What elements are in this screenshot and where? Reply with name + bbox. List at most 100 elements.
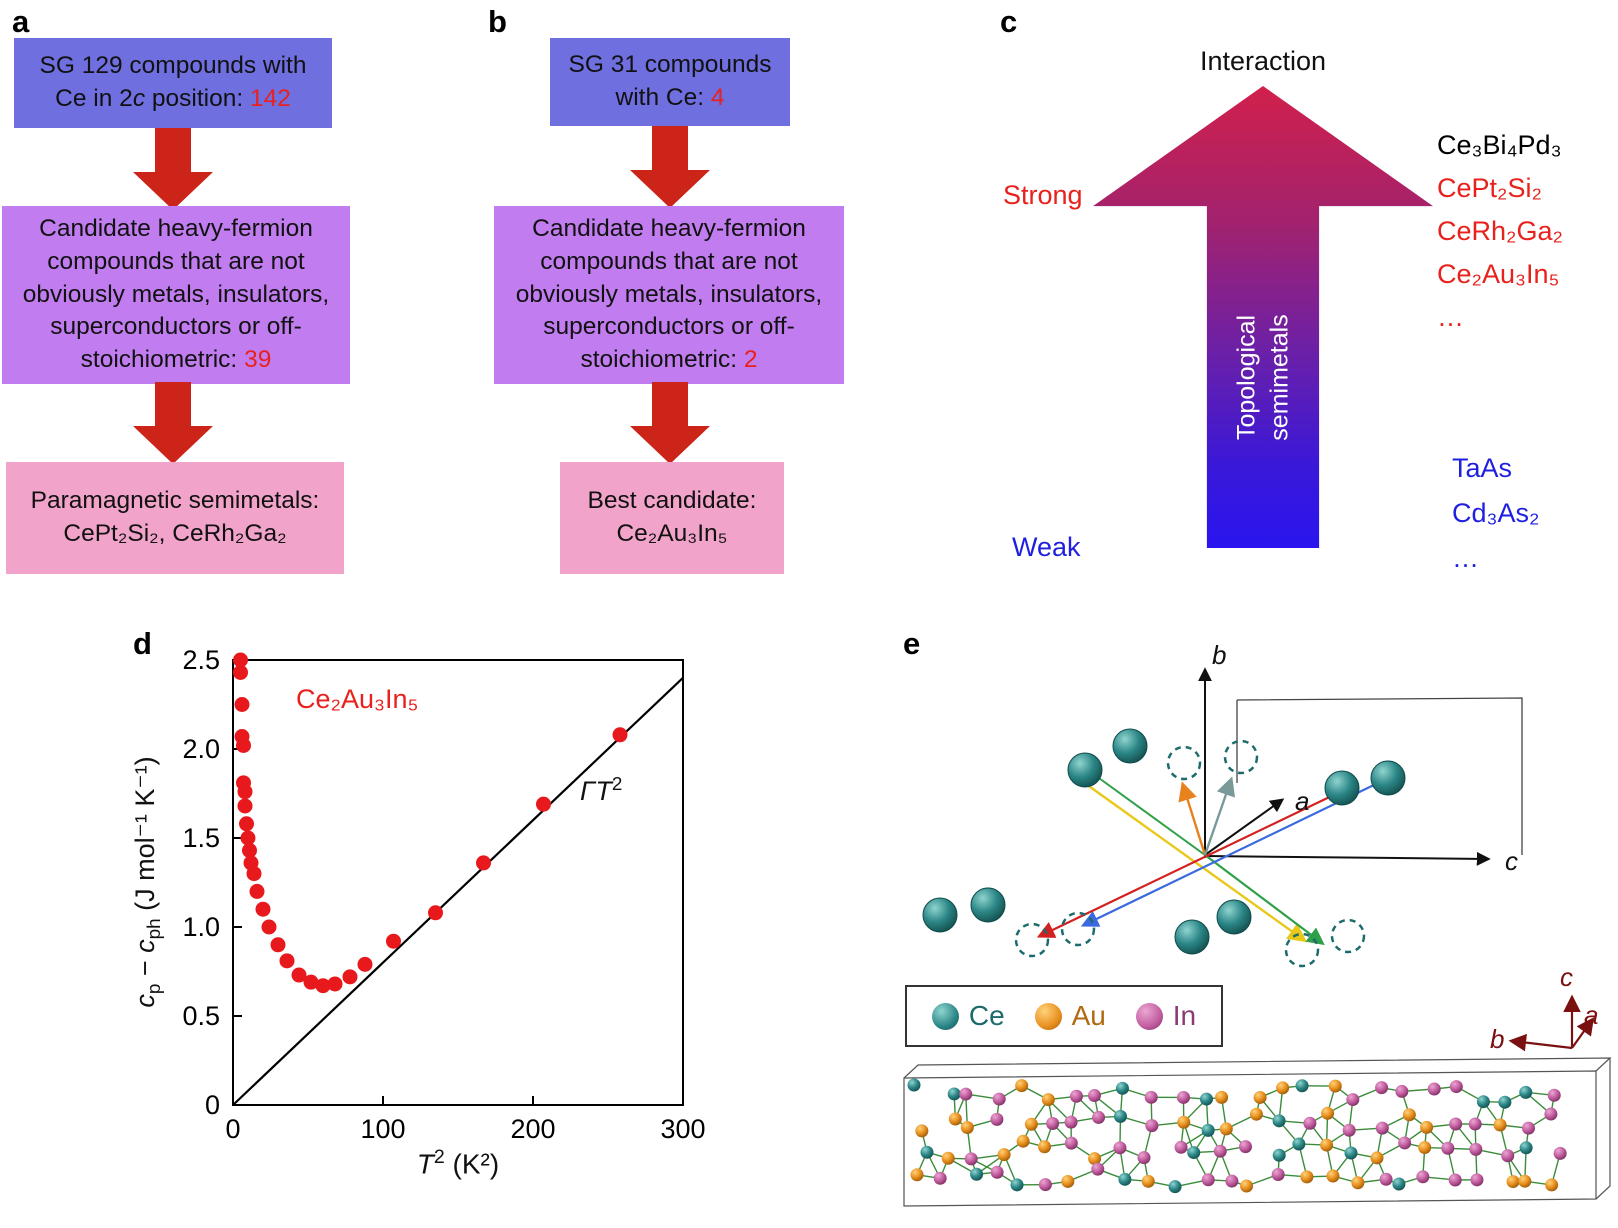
ce-sphere xyxy=(1370,760,1406,796)
arrow-shaft xyxy=(652,382,688,426)
ylabel-sub1: p xyxy=(144,983,166,995)
fit-line-label: ΓT2 xyxy=(580,774,622,807)
svg-text:1.0: 1.0 xyxy=(182,912,220,942)
gray-arrow xyxy=(1203,776,1236,856)
panel-b-label: b xyxy=(488,4,507,39)
xlabel-units: (K²) xyxy=(444,1148,500,1180)
panel-b-result-text: Best candidate: Ce₂Au₃In₅ xyxy=(588,485,757,551)
ce-sphere xyxy=(1216,899,1252,935)
panel-a-candidate-body: Candidate heavy-fermion compounds that a… xyxy=(22,214,330,374)
ce-sphere xyxy=(1067,752,1103,788)
arrow-shaft xyxy=(155,128,191,172)
panel-b-source-text: SG 31 compounds with Ce: 4 xyxy=(569,49,772,115)
topological-semimetals-text: Topological semimetals xyxy=(1231,314,1296,440)
blue-arrow xyxy=(1080,782,1379,927)
green-bond-line xyxy=(1091,772,1206,856)
interaction-title: Interaction xyxy=(1199,46,1327,76)
a-axis-label: a xyxy=(1295,786,1310,816)
arrow-head xyxy=(630,426,710,464)
weak-label: Weak xyxy=(1012,532,1081,562)
svg-text:1.5: 1.5 xyxy=(182,823,220,853)
panel-c-label: c xyxy=(1000,4,1018,39)
xlabel-T: T xyxy=(416,1148,434,1180)
ylabel-c2: c xyxy=(129,939,160,953)
red-arrow xyxy=(1036,790,1343,938)
panel-b-source-box: SG 31 compounds with Ce: 4 xyxy=(550,38,790,126)
compound-item: … xyxy=(1452,543,1479,573)
crystal-slab-wireframe xyxy=(903,1057,1612,1207)
panel-a-source-line2-pre: Ce in 2 xyxy=(55,85,133,112)
dashed-circle xyxy=(1014,922,1050,958)
panel-a-down-arrow-1 xyxy=(133,128,213,210)
ce-sphere xyxy=(922,897,958,933)
panel-b-candidate-box: Candidate heavy-fermion compounds that a… xyxy=(494,206,844,384)
crystal-atoms xyxy=(907,1078,1567,1194)
dashed-site-circles xyxy=(1014,739,1366,968)
legend-label-in: In xyxy=(1172,1000,1197,1031)
svg-text:2.0: 2.0 xyxy=(182,734,220,764)
svg-text:2.5: 2.5 xyxy=(182,645,220,675)
panel-e-label: e xyxy=(903,626,921,661)
compound-item: Ce₂Au₃In₅ xyxy=(1437,259,1560,289)
slab-a-axis-arrow xyxy=(1571,1017,1595,1049)
panel-b-candidate-text: Candidate heavy-fermion compounds that a… xyxy=(504,213,834,377)
ce-atom-icon xyxy=(931,1002,959,1030)
panel-b-result-compound: Ce₂Au₃In₅ xyxy=(616,520,728,547)
svg-text:0.5: 0.5 xyxy=(182,1001,220,1031)
slab-axes-arrows xyxy=(1508,994,1595,1052)
panel-a-result-compounds: CePt₂Si₂, CeRh₂Ga₂ xyxy=(63,520,287,547)
slab-b-axis-label: b xyxy=(1490,1024,1505,1054)
green-arrow xyxy=(1204,854,1325,946)
ylabel-sub2: ph xyxy=(144,918,166,940)
panel-a-source-text: SG 129 compounds with Ce in 2c position:… xyxy=(40,50,307,116)
in-atom-icon xyxy=(1135,1002,1163,1030)
arrow-head xyxy=(630,170,710,208)
ylabel-units: (J mol⁻¹ K⁻¹) xyxy=(129,756,160,919)
strong-label: Strong xyxy=(1003,180,1083,210)
orange-arrow xyxy=(1178,781,1207,856)
panel-b-source-line1: SG 31 compounds xyxy=(568,51,772,79)
compound-item: CeRh₂Ga₂ xyxy=(1437,216,1564,246)
arrow-text-line1: Topological xyxy=(1232,314,1261,440)
slab-c-axis-label: c xyxy=(1560,962,1573,992)
legend-label-ce: Ce xyxy=(968,1000,1005,1031)
legend-item-au: Au xyxy=(1034,1000,1106,1032)
panel-b-count-2: 2 xyxy=(743,346,758,374)
compound-item: Cd₃As₂ xyxy=(1452,498,1540,528)
svg-text:300: 300 xyxy=(660,1114,705,1144)
ce-sphere xyxy=(1174,919,1210,955)
arrow-head xyxy=(133,426,213,464)
strong-compound-list: Ce₃Bi₄Pd₃ CePt₂Si₂ CeRh₂Ga₂ Ce₂Au₃In₅ … xyxy=(1437,124,1563,339)
panel-a-down-arrow-2 xyxy=(133,382,213,464)
au-atom-icon xyxy=(1034,1002,1062,1030)
compound-item: CePt₂Si₂ xyxy=(1437,173,1542,203)
compound-item: TaAs xyxy=(1452,453,1513,483)
crystal-structure-panel xyxy=(903,667,1612,1207)
legend-item-ce: Ce xyxy=(931,1000,1005,1032)
dashed-circle xyxy=(1284,932,1320,968)
svg-text:0: 0 xyxy=(205,1090,220,1120)
dashed-circle xyxy=(1223,739,1259,775)
svg-text:0: 0 xyxy=(225,1114,240,1144)
panel-a-result-box: Paramagnetic semimetals: CePt₂Si₂, CeRh₂… xyxy=(6,462,344,574)
slab-a-axis-label: a xyxy=(1584,1000,1599,1030)
c-axis-arrow xyxy=(1204,851,1491,866)
element-legend: Ce Au In xyxy=(905,985,1223,1047)
a-axis-arrow xyxy=(1204,798,1285,856)
svg-text:100: 100 xyxy=(360,1114,405,1144)
panel-a-result-text: Paramagnetic semimetals: CePt₂Si₂, CeRh₂… xyxy=(31,485,320,551)
ce-sphere xyxy=(970,887,1006,923)
gamma-symbol: Γ xyxy=(580,776,596,806)
panel-a-candidate-text: Candidate heavy-fermion compounds that a… xyxy=(12,213,340,377)
panel-a-count-142: 142 xyxy=(249,85,291,112)
arrow-shaft xyxy=(652,126,688,170)
panel-b-result-box: Best candidate: Ce₂Au₃In₅ xyxy=(560,462,784,574)
legend-label-au: Au xyxy=(1071,1000,1106,1031)
topological-semimetals-label: Topological semimetals xyxy=(1207,206,1319,548)
c-axis-label: c xyxy=(1505,846,1518,876)
series-label: Ce₂Au₃In₅ xyxy=(296,684,419,714)
panel-a-source-line2-mid: position: xyxy=(145,85,250,112)
